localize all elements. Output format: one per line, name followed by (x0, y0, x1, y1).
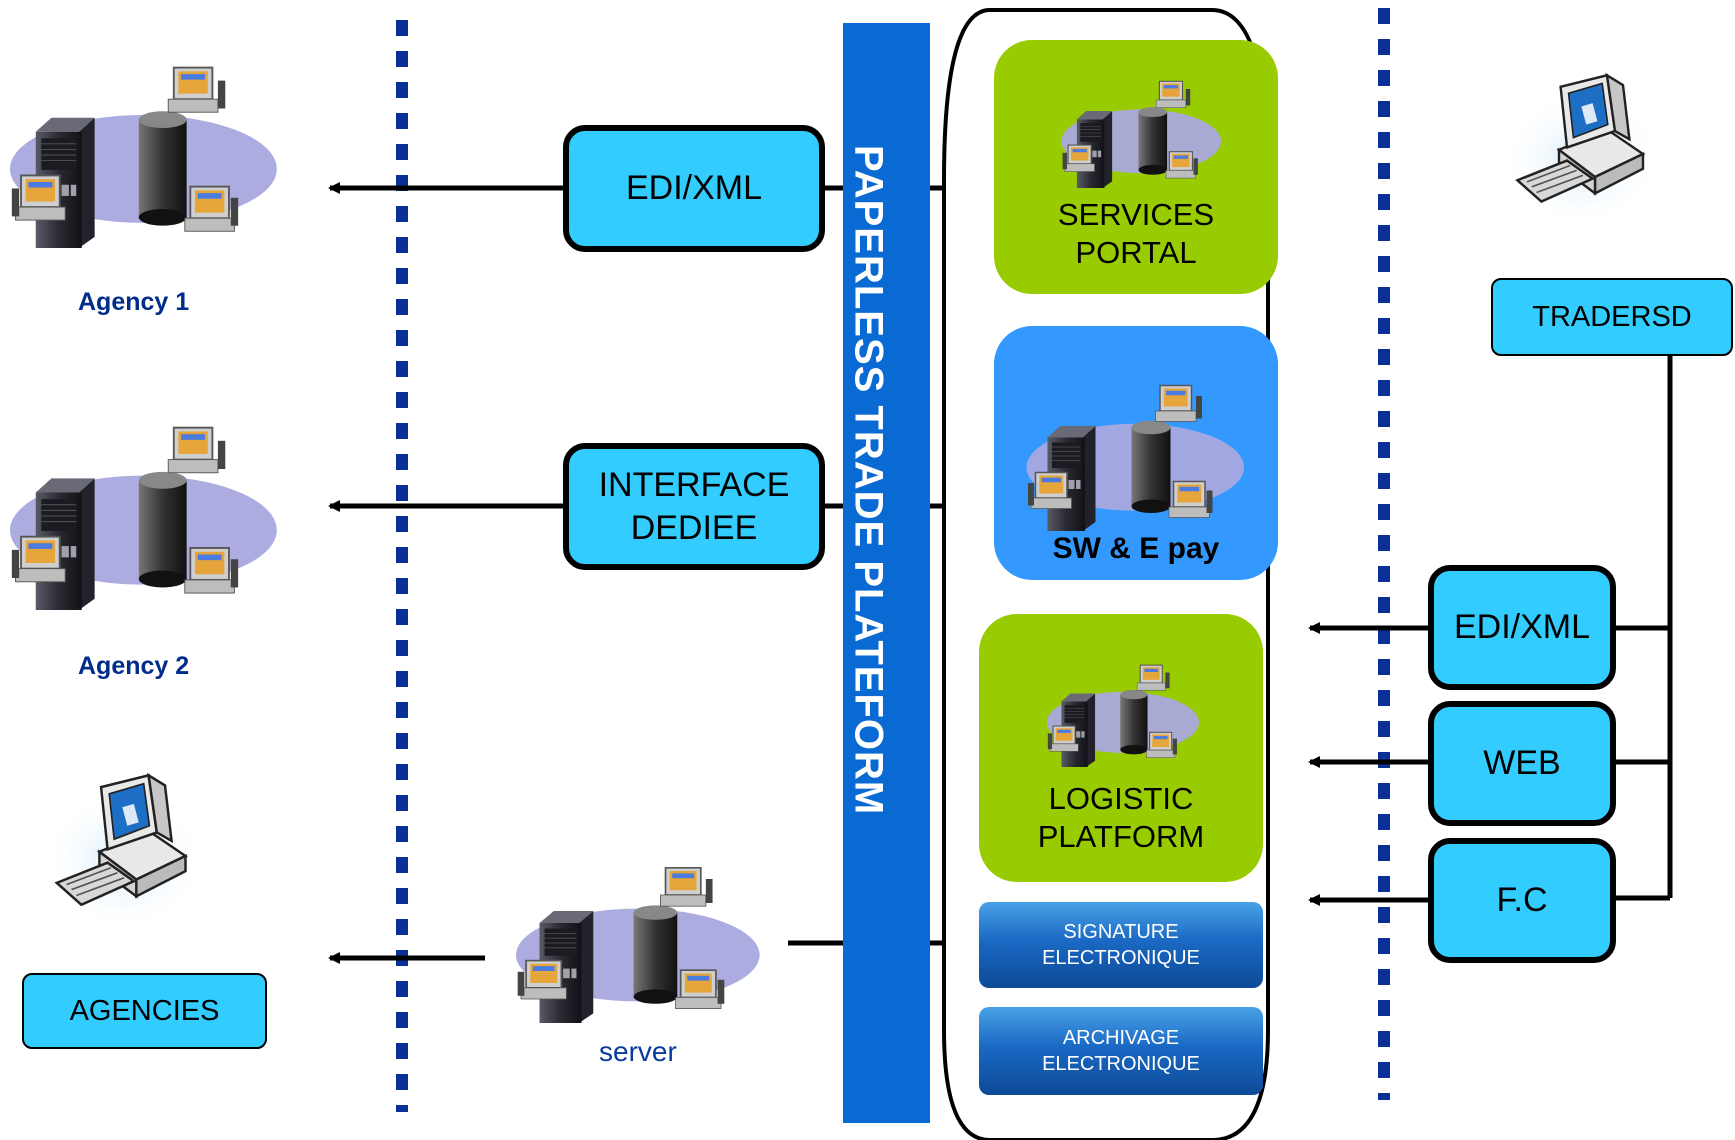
logistic-line1: LOGISTIC (1048, 781, 1194, 817)
services-portal-box[interactable]: SERVICES PORTAL (994, 40, 1278, 294)
interface-label-line1: INTERFACE (598, 466, 790, 504)
traders-box[interactable]: TRADERSD (1491, 278, 1733, 356)
server-cluster-icon (1025, 384, 1245, 531)
logistic-line2: PLATFORM (1037, 819, 1205, 855)
server-cluster-icon (1060, 80, 1222, 188)
services-portal-line2: PORTAL (1075, 235, 1197, 271)
traders-label: TRADERSD (1532, 300, 1692, 333)
edi-xml-box[interactable]: EDI/XML (563, 125, 825, 252)
services-portal-line1: SERVICES (1057, 197, 1215, 233)
server-label: server (599, 1036, 677, 1067)
workstation-icon (1501, 74, 1665, 230)
right-edi-xml-box[interactable]: EDI/XML (1428, 565, 1616, 690)
agency2-label: Agency 2 (78, 652, 190, 680)
agencies-box[interactable]: AGENCIES (22, 973, 267, 1049)
sw-epay-label: SW & E pay (1052, 532, 1220, 565)
agency1-label: Agency 1 (78, 288, 190, 316)
server-cluster-icon (1046, 664, 1200, 767)
web-label: WEB (1483, 744, 1561, 783)
edi-xml-label: EDI/XML (625, 169, 763, 208)
server-cluster-icon (9, 66, 278, 249)
logistic-platform-box[interactable]: LOGISTIC PLATFORM (979, 614, 1263, 882)
archivage-electronique-button[interactable]: ARCHIVAGE ELECTRONIQUE (979, 1007, 1263, 1095)
web-box[interactable]: WEB (1428, 701, 1616, 826)
agencies-label: AGENCIES (69, 994, 220, 1027)
archivage-line1: ARCHIVAGE (1062, 1027, 1180, 1049)
interface-label-line2: DEDIEE (630, 508, 758, 547)
signature-line1: SIGNATURE (1063, 921, 1179, 943)
server-cluster-icon (9, 426, 278, 611)
workstation-icon (40, 774, 208, 933)
platform-title: PAPERLESS TRADE PLATEFORM (846, 145, 891, 816)
server-cluster-icon (515, 866, 761, 1024)
right-edi-xml-label: EDI/XML (1453, 608, 1591, 647)
interface-dediee-box[interactable]: INTERFACE DEDIEE (563, 443, 825, 570)
platform-bar (843, 23, 930, 1123)
archivage-line2: ELECTRONIQUE (1042, 1053, 1200, 1075)
fc-label: F.C (1496, 881, 1548, 920)
fc-box[interactable]: F.C (1428, 838, 1616, 963)
signature-electronique-button[interactable]: SIGNATURE ELECTRONIQUE (979, 902, 1263, 988)
signature-line2: ELECTRONIQUE (1042, 947, 1200, 969)
sw-epay-box[interactable]: SW & E pay (994, 326, 1278, 580)
